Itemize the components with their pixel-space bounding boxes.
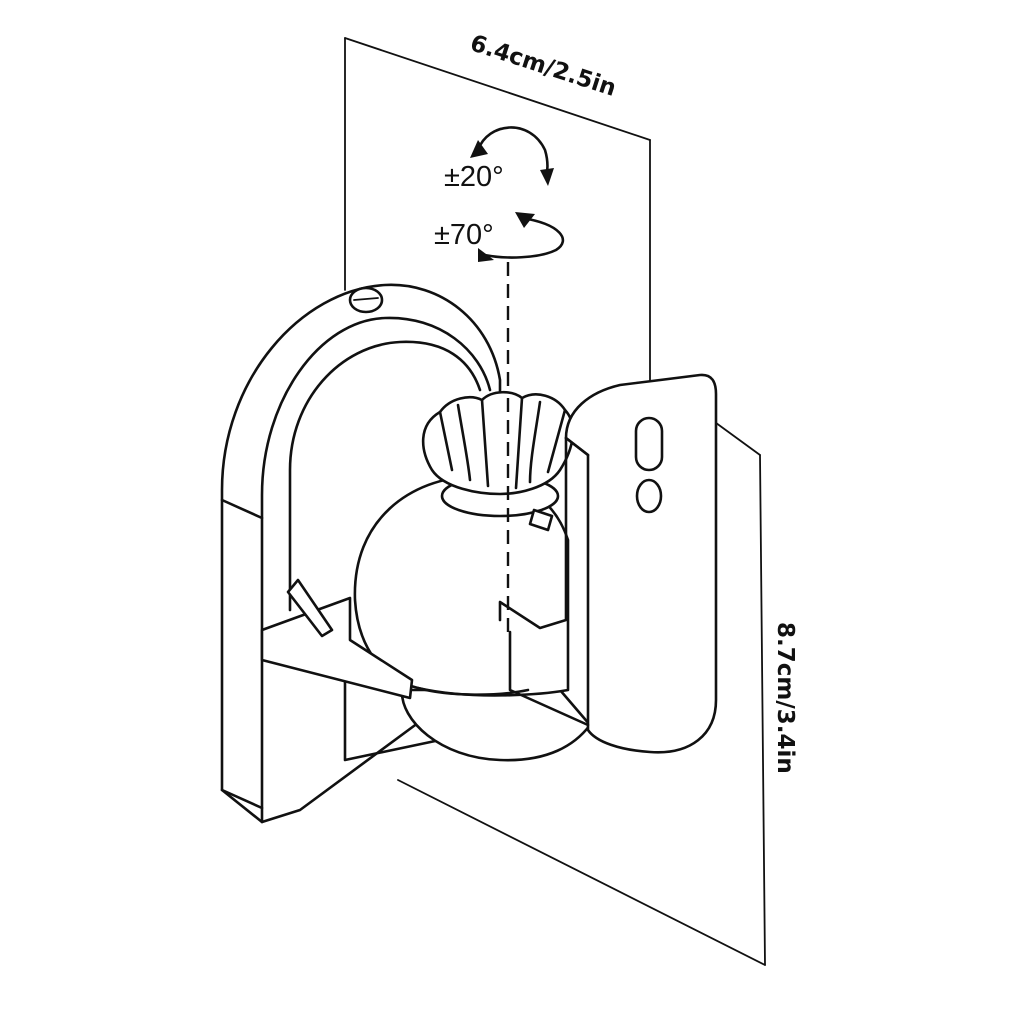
arm-brace bbox=[286, 578, 334, 638]
mount-hole-icon bbox=[635, 478, 663, 514]
speaker-plate-body bbox=[564, 373, 718, 754]
swivel-arrow-top-icon bbox=[515, 212, 535, 228]
wall-plate-inner-arch bbox=[288, 340, 482, 612]
knob-ridges bbox=[438, 396, 567, 490]
ball-band bbox=[416, 686, 530, 696]
arm-body bbox=[260, 596, 414, 700]
screw-head-icon bbox=[348, 286, 384, 314]
tilt-arrow-right-icon bbox=[540, 168, 554, 186]
wall-plate-inner-edge bbox=[260, 316, 492, 824]
tilt-label: ±20° bbox=[444, 161, 504, 193]
height-dimension: 8.7cm/3.4in bbox=[397, 419, 798, 966]
tilt-indicator: ±20° bbox=[444, 126, 554, 193]
knob-lock-screw-icon bbox=[528, 508, 554, 532]
wall-plate-side-break bbox=[220, 498, 264, 520]
swivel-arc bbox=[478, 216, 565, 259]
swivel-arrow-bottom-icon bbox=[478, 248, 494, 262]
adjustment-knob bbox=[421, 390, 575, 532]
height-label: 8.7cm/3.4in bbox=[772, 622, 798, 774]
speaker-plate-edge bbox=[564, 436, 590, 457]
height-dim-top-leader bbox=[711, 419, 761, 456]
plate-screw bbox=[348, 286, 384, 314]
wall-plate-recess bbox=[343, 658, 442, 762]
speaker-plate-side bbox=[498, 436, 568, 630]
wall-plate-bottom-edge bbox=[220, 788, 264, 810]
height-dim-bottom-leader bbox=[397, 779, 766, 966]
ball-joint bbox=[353, 474, 592, 762]
swivel-label: ±70° bbox=[434, 219, 494, 251]
swivel-indicator: ±70° bbox=[434, 212, 565, 262]
speaker-plate bbox=[498, 373, 718, 754]
height-dim-line bbox=[759, 454, 766, 966]
mount-slot-icon bbox=[634, 416, 664, 472]
tilt-arrow-left-icon bbox=[470, 140, 488, 158]
speaker-plate-connector bbox=[508, 630, 590, 727]
tilt-arc bbox=[476, 126, 549, 180]
ball-lower bbox=[400, 688, 592, 762]
support-arm bbox=[260, 578, 414, 700]
width-dim-line bbox=[344, 37, 651, 141]
width-label: 6.4cm/2.5in bbox=[467, 30, 619, 102]
screw-slot bbox=[353, 297, 379, 301]
